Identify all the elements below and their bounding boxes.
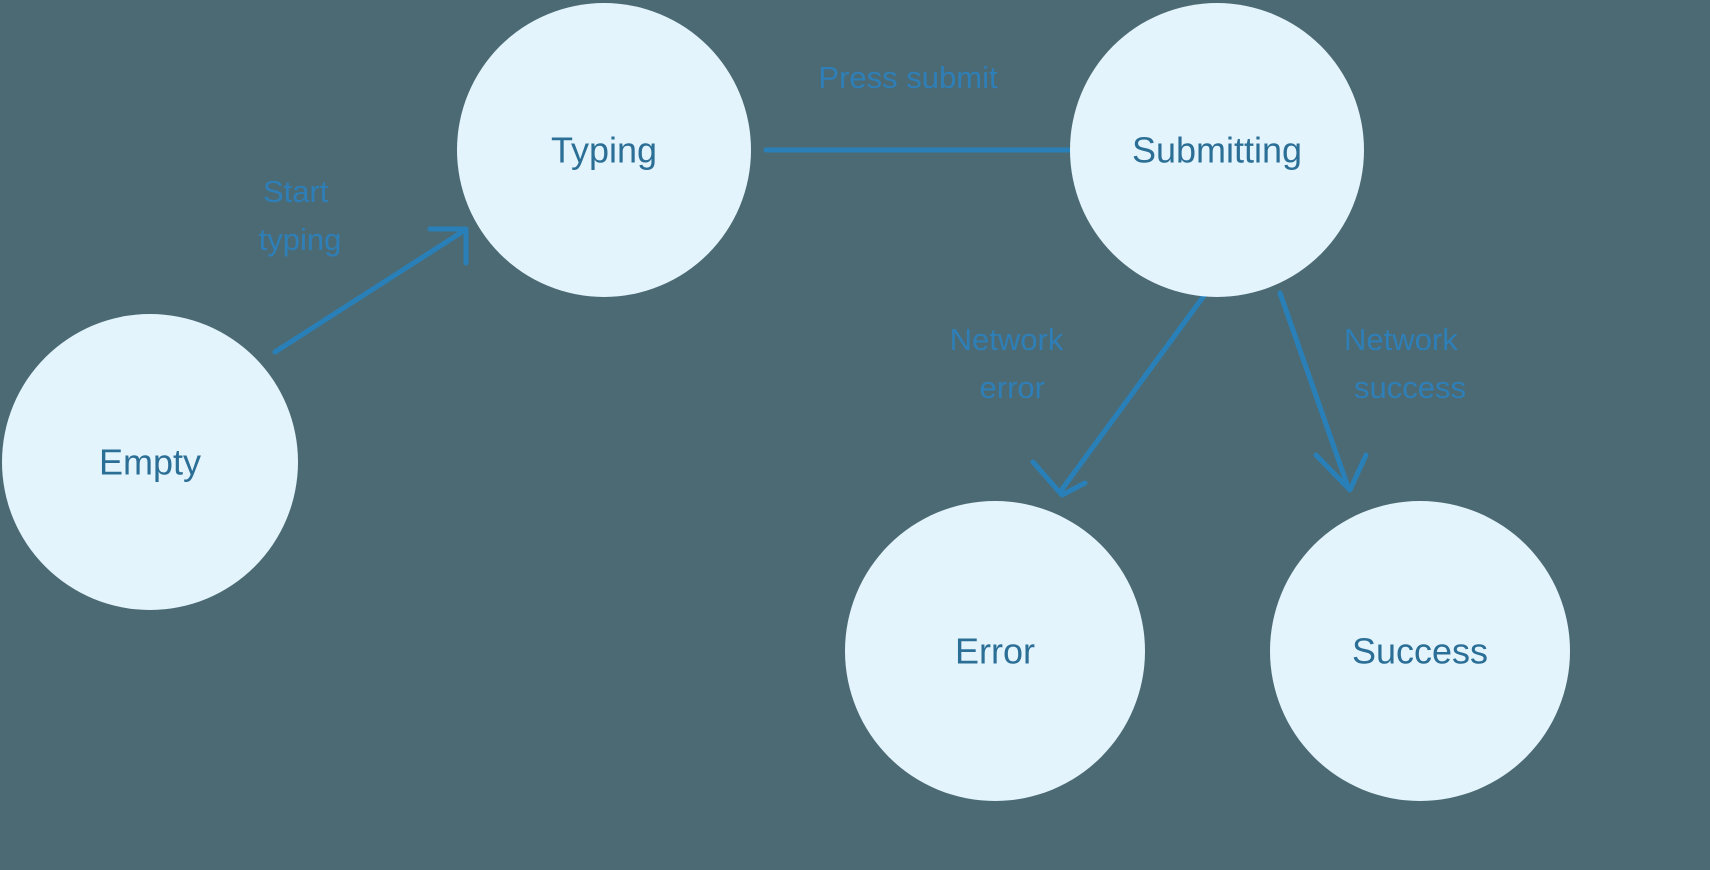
node-label-success: Success [1352, 631, 1488, 672]
node-error[interactable]: Error [845, 501, 1145, 801]
node-label-typing: Typing [551, 130, 657, 171]
edge-typing-to-submitting[interactable]: Press submit [763, 60, 1145, 183]
node-shape [845, 501, 1145, 801]
edge-label-network-error: Network error [950, 322, 1072, 405]
node-shape [457, 3, 751, 297]
edge-label-line: Press submit [818, 60, 998, 95]
node-label-error: Error [955, 631, 1035, 672]
node-shape [2, 314, 298, 610]
edge-label-press-submit: Press submit [818, 60, 998, 95]
edge-line [1057, 290, 1209, 495]
edge-label-start-typing: Start typing [259, 174, 342, 257]
node-shape [1070, 3, 1364, 297]
arrowhead-icon [427, 226, 469, 266]
edge-submitting-to-success[interactable]: Network success [1277, 290, 1466, 493]
edge-line [1277, 290, 1351, 490]
node-label-submitting: Submitting [1132, 130, 1302, 171]
edge-line [272, 229, 465, 355]
node-success[interactable]: Success [1270, 501, 1570, 801]
edge-empty-to-typing[interactable]: Start typing [259, 174, 469, 355]
node-empty[interactable]: Empty [2, 314, 298, 610]
edge-submitting-to-error[interactable]: Network error [950, 290, 1209, 498]
node-submitting[interactable]: Submitting [1070, 3, 1364, 297]
edge-label-network-success: Network success [1344, 322, 1466, 405]
node-shape [1270, 501, 1570, 801]
edge-label-line: error [980, 370, 1045, 405]
edge-label-line: Network [1344, 322, 1458, 357]
edge-label-line: Start [263, 174, 329, 209]
edge-label-line: typing [259, 222, 342, 257]
arrowhead-icon [1313, 452, 1369, 493]
arrowhead-icon [1030, 459, 1088, 498]
node-label-empty: Empty [99, 442, 201, 483]
edge-label-line: Network [950, 322, 1064, 357]
edge-label-line: success [1354, 370, 1466, 405]
node-typing[interactable]: Typing [457, 3, 751, 297]
